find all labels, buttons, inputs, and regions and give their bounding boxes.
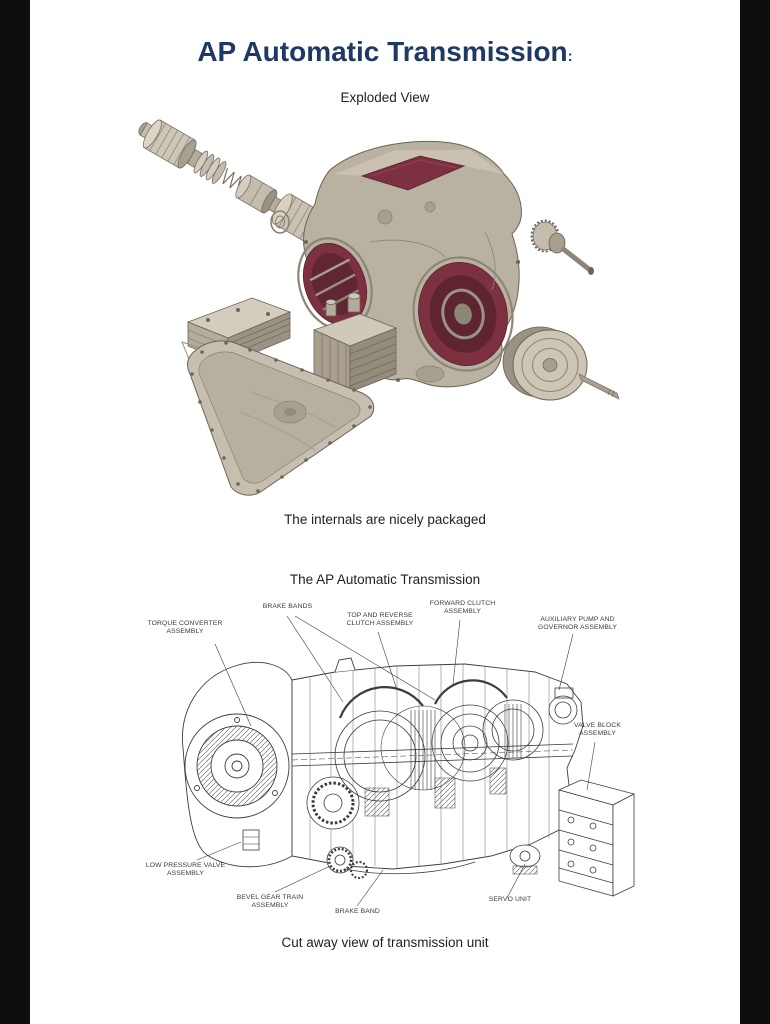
cutaway-figure: TORQUE CONVERTER ASSEMBLY BRAKE BANDS TO… (135, 598, 635, 933)
cutaway-caption: Cut away view of transmission unit (281, 935, 489, 950)
cutaway-label-brake-band: BRAKE BAND (335, 908, 380, 915)
cutaway-label-bevel-gear-train: BEVEL GEAR TRAIN ASSEMBLY (236, 894, 304, 910)
cutaway-label-servo-unit: SERVO UNIT (488, 896, 532, 903)
cutaway-label-low-pressure-valve: LOW PRESSURE VALVE ASSEMBLY (145, 862, 226, 878)
exploded-view-illustration (138, 119, 620, 496)
cutaway-label-top-reverse-clutch: TOP AND REVERSE CLUTCH ASSEMBLY (346, 612, 414, 628)
document-title-colon: : (567, 48, 573, 65)
cutaway-label-torque-converter: TORQUE CONVERTER ASSEMBLY (147, 620, 223, 636)
document-title: AP Automatic Transmission: (30, 36, 740, 68)
cutaway-illustration (182, 615, 635, 907)
exploded-view-figure (130, 112, 640, 508)
cutaway-label-valve-block: VALVE BLOCK ASSEMBLY (574, 722, 621, 738)
cutaway-label-forward-clutch: FORWARD CLUTCH ASSEMBLY (429, 600, 496, 616)
viewer-right-margin (740, 0, 770, 1024)
document-title-text: AP Automatic Transmission (197, 36, 568, 67)
cutaway-label-auxiliary-pump: AUXILIARY PUMP AND GOVERNOR ASSEMBLY (537, 616, 617, 632)
exploded-view-caption: The internals are nicely packaged (284, 512, 486, 527)
viewer-left-margin (0, 0, 30, 1024)
cutaway-label-brake-bands: BRAKE BANDS (262, 603, 313, 610)
exploded-view-heading: Exploded View (340, 90, 430, 105)
document-page: AP Automatic Transmission: Exploded View (30, 0, 740, 1024)
cutaway-heading: The AP Automatic Transmission (289, 572, 481, 587)
